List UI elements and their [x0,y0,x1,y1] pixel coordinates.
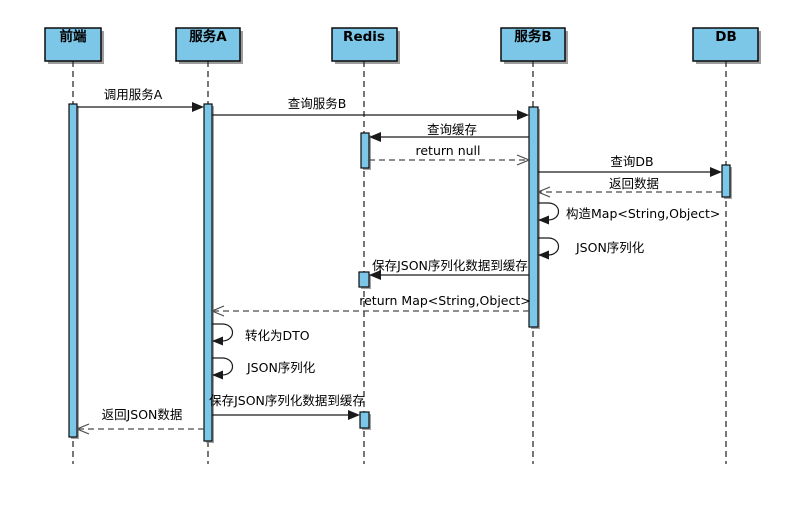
message-label: 保存JSON序列化数据到缓存 [372,258,528,273]
message-arrowhead [192,102,204,112]
message-label: JSON序列化 [246,360,316,375]
self-message-arrowhead [212,370,223,380]
activation-bar [358,271,370,288]
participant-label: DB [715,29,737,45]
participant-box [500,27,566,62]
self-message-arrowhead [212,336,223,346]
return-arrowhead [210,305,225,317]
participant-box [331,27,398,62]
message-label: return Map<String,Object> [359,293,531,308]
participant-box [692,27,759,62]
message-label: 构造Map<String,Object> [566,206,720,221]
participant-label: 前端 [60,28,87,45]
message-arrowhead [517,110,529,120]
message-arrowhead [710,167,722,177]
message-label: 返回数据 [609,176,659,191]
activation-bar [360,132,370,169]
participant-label: 服务A [189,28,227,45]
activation-bar [68,103,78,438]
activation-bar [203,103,213,442]
participant-label: Redis [343,29,385,45]
message-label: 转化为DTO [245,328,310,343]
message-arrowhead [369,132,381,142]
activation-bar [359,411,370,429]
participant-box [44,27,102,62]
message-label: 保存JSON序列化数据到缓存 [209,393,365,408]
return-arrowhead [75,423,90,435]
return-arrowhead [516,154,531,166]
message-label: 查询缓存 [427,122,477,137]
activation-bar [528,106,539,328]
message-label: 返回JSON数据 [102,407,183,422]
self-message-arrowhead [538,250,549,260]
return-arrowhead [536,186,551,198]
participant-box [175,27,241,62]
message-label: return null [416,143,481,158]
message-label: 调用服务A [104,87,163,102]
self-message-arrowhead [538,215,549,225]
message-label: JSON序列化 [575,240,645,255]
message-label: 查询DB [610,154,653,169]
message-arrowhead [348,410,360,420]
message-arrowhead [369,270,381,280]
activation-bar [721,164,731,198]
participant-label: 服务B [514,28,551,45]
message-label: 查询服务B [288,96,347,111]
